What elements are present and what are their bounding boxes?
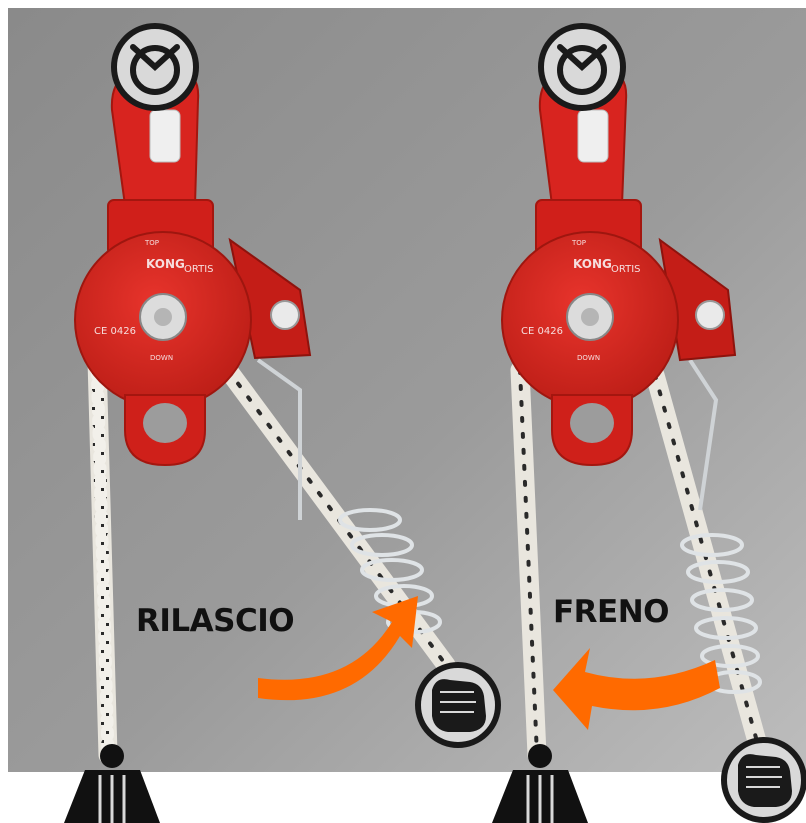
left-top-marking: TOP bbox=[144, 239, 159, 247]
right-down-marking: DOWN bbox=[577, 354, 600, 362]
left-model-text: ORTIS bbox=[184, 264, 214, 275]
brake-label: FRENO bbox=[553, 594, 669, 630]
right-brand-text: KONG bbox=[573, 257, 612, 271]
left-down-marking: DOWN bbox=[150, 354, 173, 362]
anchor-icon bbox=[114, 26, 196, 108]
release-label: RILASCIO bbox=[136, 603, 294, 639]
right-top-marking: TOP bbox=[571, 239, 586, 247]
anchor-icon bbox=[541, 26, 623, 108]
right-model-text: ORTIS bbox=[611, 264, 641, 275]
right-ce-marking: CE 0426 bbox=[521, 326, 563, 337]
hand-grip-icon bbox=[724, 740, 804, 820]
left-brand-text: KONG bbox=[146, 257, 185, 271]
hand-grip-icon bbox=[418, 665, 498, 745]
left-ce-marking: CE 0426 bbox=[94, 326, 136, 337]
